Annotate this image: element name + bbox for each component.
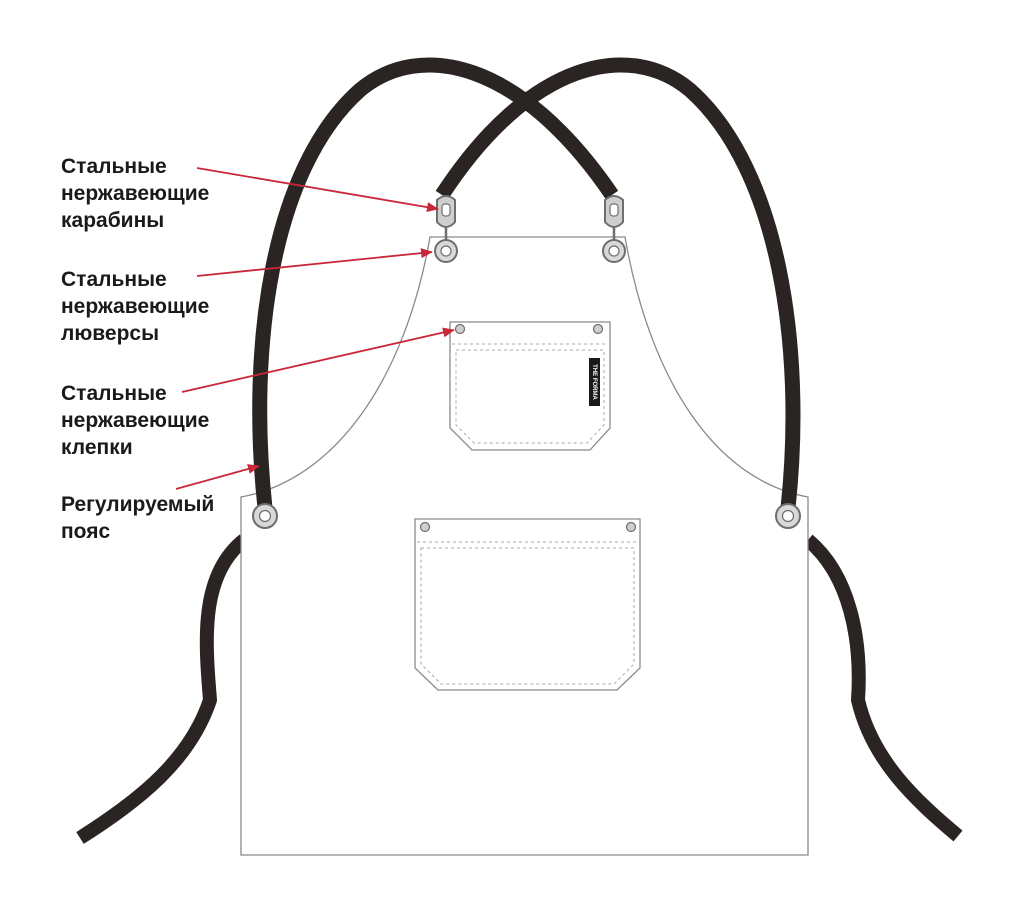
callout-line: нержавеющие	[61, 182, 210, 205]
belt-callout: Регулируемый пояс	[61, 491, 214, 545]
right-carabiner	[604, 195, 624, 240]
callout-line: пояс	[61, 520, 111, 543]
carabiners-callout: Стальные нержавеющие карабины	[61, 153, 209, 234]
rivets-callout: Стальные нержавеющие клепки	[61, 380, 209, 461]
right-top-grommet	[602, 239, 626, 263]
chest-pocket-rivet-left	[454, 323, 466, 335]
grommets-arrow	[196, 248, 433, 277]
chest-pocket-rivet-right	[592, 323, 604, 335]
belt-arrow	[175, 464, 260, 490]
grommets-callout: Стальные нержавеющие люверсы	[61, 266, 209, 347]
callout-line: клепки	[61, 436, 133, 459]
brand-label-tag	[589, 358, 600, 406]
right-side-grommet	[775, 503, 801, 529]
right-neck-strap	[435, 57, 801, 509]
callout-line: Стальные	[61, 268, 167, 291]
front-pocket	[414, 518, 641, 691]
callout-line: карабины	[61, 209, 165, 232]
chest-pocket: THE FORMA	[449, 321, 611, 451]
left-side-grommet	[252, 503, 278, 529]
callout-line: Регулируемый	[61, 493, 215, 516]
callout-line: Стальные	[61, 382, 167, 405]
right-waist-tie	[803, 534, 963, 842]
brand-label-text: THE FORMA	[591, 364, 597, 400]
front-pocket-rivet-left	[419, 521, 431, 533]
callout-line: люверсы	[61, 322, 160, 345]
carabiners-arrow	[196, 167, 439, 213]
left-waist-tie	[76, 534, 249, 844]
front-pocket-rivet-right	[625, 521, 637, 533]
rivets-arrow	[181, 327, 455, 393]
callout-line: нержавеющие	[61, 409, 210, 432]
left-neck-strap	[252, 57, 619, 509]
left-carabiner	[436, 195, 456, 240]
callout-line: Стальные	[61, 155, 167, 178]
callout-line: нержавеющие	[61, 295, 210, 318]
left-top-grommet	[434, 239, 458, 263]
